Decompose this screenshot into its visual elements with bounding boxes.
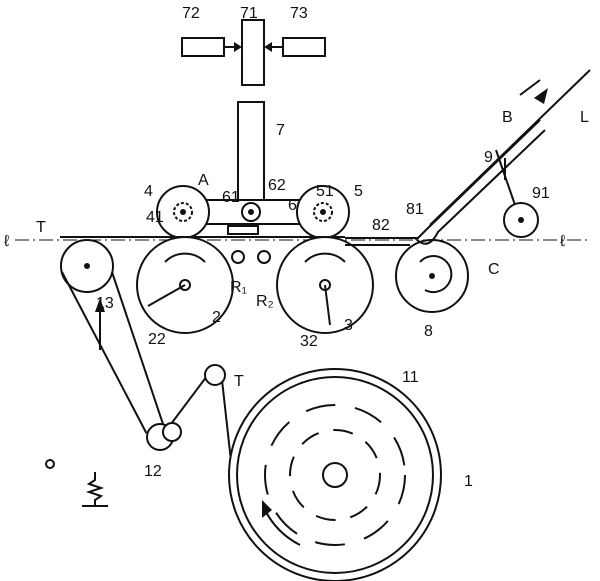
direction-arrow-L <box>534 88 548 104</box>
tape-roll-11 <box>236 376 434 574</box>
actuator-72 <box>181 37 242 57</box>
label-R2: R₂ <box>256 293 274 310</box>
arm-22 <box>147 284 186 307</box>
rotation-arrow-2 <box>164 252 206 263</box>
tape-L <box>429 69 591 226</box>
pin-R1 <box>231 250 245 264</box>
label-12: 12 <box>144 463 162 480</box>
label-C: C <box>488 261 500 278</box>
label-81: 81 <box>406 201 424 218</box>
label-11: 11 <box>402 369 419 386</box>
pin-R2 <box>257 250 271 264</box>
pad-61 <box>227 225 259 235</box>
label-71: 71 <box>240 5 258 22</box>
label-T-lower: T <box>234 373 244 390</box>
column-7 <box>237 101 265 203</box>
label-T-top: T <box>36 219 46 236</box>
label-L: L <box>580 109 589 126</box>
label-A: A <box>198 172 209 189</box>
label-3: 3 <box>344 317 353 334</box>
label-73: 73 <box>290 5 308 22</box>
label-82: 82 <box>372 217 390 234</box>
label-B: B <box>502 109 513 126</box>
spring <box>85 472 105 506</box>
label-ell-right: ℓ <box>560 233 565 250</box>
label-2: 2 <box>212 309 221 326</box>
label-4: 4 <box>144 183 153 200</box>
label-32: 32 <box>300 333 318 350</box>
column-71 <box>241 19 265 86</box>
label-51: 51 <box>316 183 334 200</box>
guide-81 <box>414 129 546 245</box>
actuator-73 <box>264 37 326 57</box>
rotation-arrow-8 <box>419 255 453 293</box>
label-61: 61 <box>222 189 240 206</box>
label-13: 13 <box>96 295 114 312</box>
label-8: 8 <box>424 323 433 340</box>
label-R1: R₁ <box>230 279 247 296</box>
label-72: 72 <box>182 5 200 22</box>
label-5: 5 <box>354 183 363 200</box>
label-91: 91 <box>532 185 550 202</box>
label-6: 6 <box>288 197 297 214</box>
label-22: 22 <box>148 331 166 348</box>
rotation-arrow-3 <box>304 252 346 263</box>
label-62: 62 <box>268 177 286 194</box>
roller-T <box>204 364 226 386</box>
label-1: 1 <box>464 473 473 490</box>
reel-hub <box>322 462 348 488</box>
label-7: 7 <box>276 122 285 139</box>
label-9: 9 <box>484 149 493 166</box>
label-ell-left: ℓ <box>4 233 9 250</box>
arm-32 <box>324 284 331 326</box>
label-41: 41 <box>146 209 164 226</box>
